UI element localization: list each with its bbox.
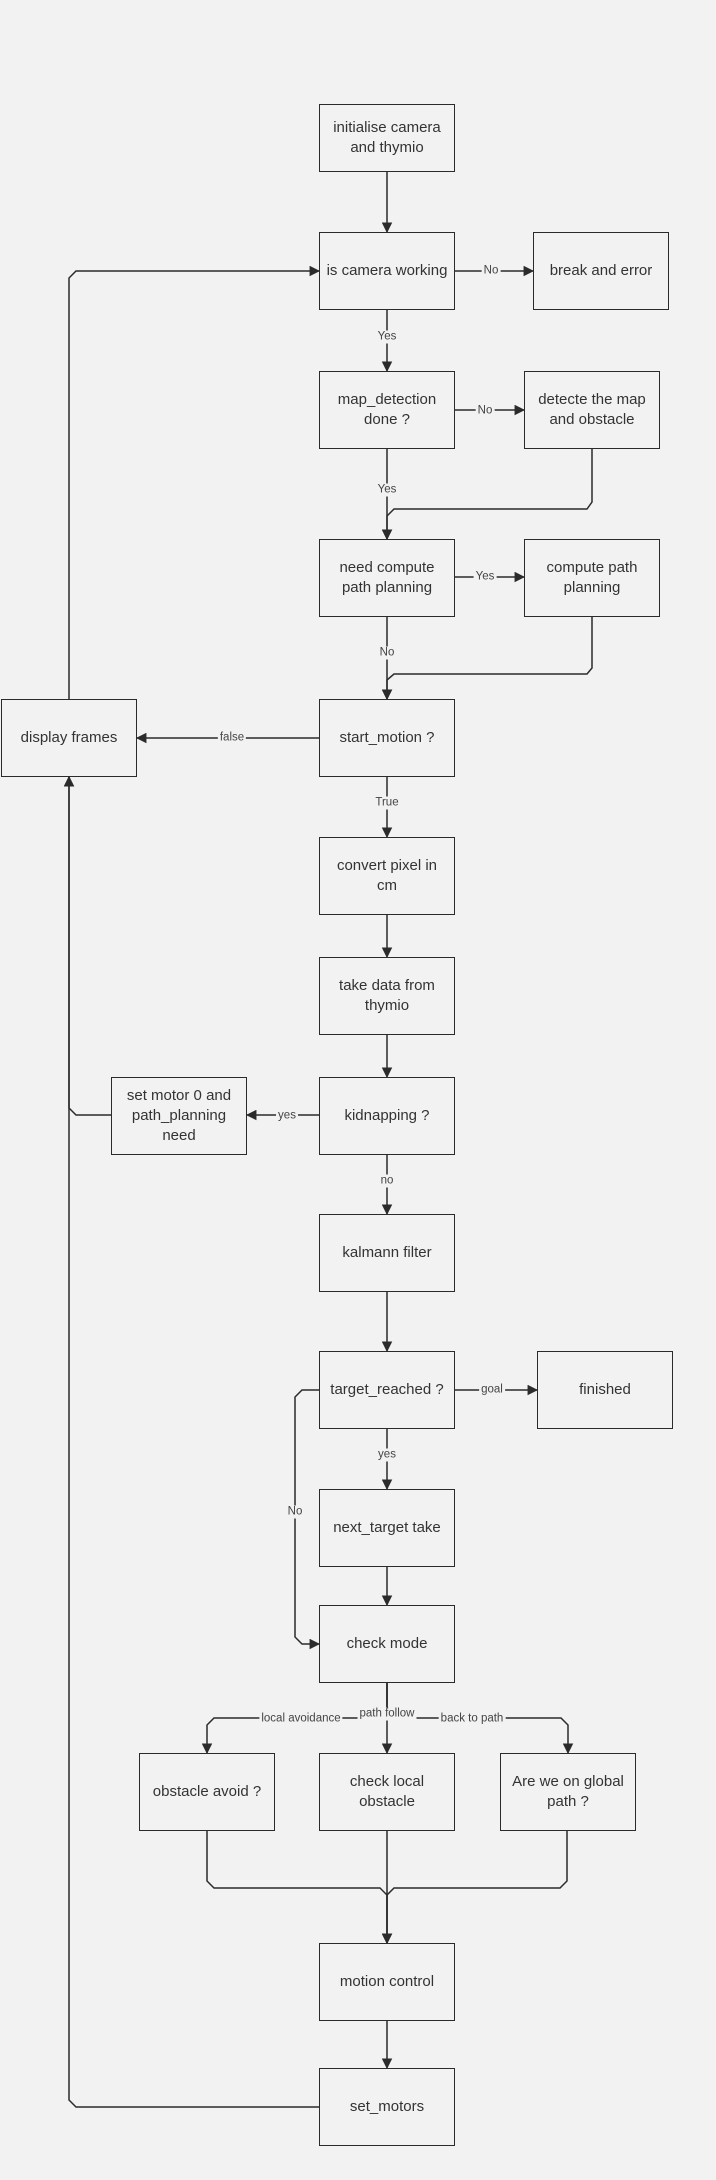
edge-label-camera-mapdet: Yes [375, 330, 399, 344]
node-init: initialise camera and thymio [319, 104, 455, 172]
node-detect: detecte the map and obstacle [524, 371, 660, 449]
node-convert: convert pixel in cm [319, 837, 455, 915]
node-checkmode: check mode [319, 1605, 455, 1683]
edge-label-kidnap-kalman: no [378, 1174, 396, 1188]
node-setmotors: set_motors [319, 2068, 455, 2146]
edge-setmotors-display [63, 775, 319, 2108]
edge-label-needpath-startmotion: No [377, 646, 397, 660]
node-computepath: compute path planning [524, 539, 660, 617]
edge-detect-needpath [381, 449, 593, 541]
edge-label-camera-error: No [481, 264, 501, 278]
edge-label-target-checkmode: No [285, 1505, 305, 1519]
node-setmotor0: set motor 0 and path_planning need [111, 1077, 247, 1155]
edge-label-mapdet-detect: No [475, 404, 495, 418]
edge-display-camera [68, 265, 321, 699]
node-finished: finished [537, 1351, 673, 1429]
edge-label-needpath-computepath: Yes [473, 570, 497, 584]
edge-globalpath-motionctrl [381, 1831, 568, 1945]
node-takedata: take data from thymio [319, 957, 455, 1035]
node-checklocal: check local obstacle [319, 1753, 455, 1831]
edge-label-startmotion-display: false [217, 731, 247, 745]
edge-checkmode-globalpath [386, 1683, 574, 1755]
node-globalpath: Are we on global path ? [500, 1753, 636, 1831]
edge-label-mapdet-needpath: Yes [375, 483, 399, 497]
node-nexttarget: next_target take [319, 1489, 455, 1567]
node-obstacleavoid: obstacle avoid ? [139, 1753, 275, 1831]
node-mapdet: map_detection done ? [319, 371, 455, 449]
node-target: target_reached ? [319, 1351, 455, 1429]
node-startmotion: start_motion ? [319, 699, 455, 777]
edge-label-kidnap-setmotor0: yes [276, 1109, 298, 1123]
node-error: break and error [533, 232, 669, 310]
edge-obstacleavoid-motionctrl [206, 1831, 393, 1945]
edge-label-target-nexttarget: yes [376, 1448, 398, 1462]
node-motionctrl: motion control [319, 1943, 455, 2021]
edge-label-checkmode-globalpath: back to path [438, 1712, 506, 1726]
edge-label-checkmode-obstacleavoid: local avoidance [259, 1712, 343, 1726]
node-kidnap: kidnapping ? [319, 1077, 455, 1155]
node-kalman: kalmann filter [319, 1214, 455, 1292]
edge-label-checkmode-checklocal: path follow [357, 1707, 417, 1721]
edge-computepath-startmotion [381, 617, 593, 701]
edge-label-target-finished: goal [479, 1383, 505, 1397]
node-display: display frames [1, 699, 137, 777]
edge-setmotor0-display [63, 775, 111, 1116]
edge-label-startmotion-convert: True [373, 796, 401, 810]
node-needpath: need compute path planning [319, 539, 455, 617]
node-camera: is camera working [319, 232, 455, 310]
